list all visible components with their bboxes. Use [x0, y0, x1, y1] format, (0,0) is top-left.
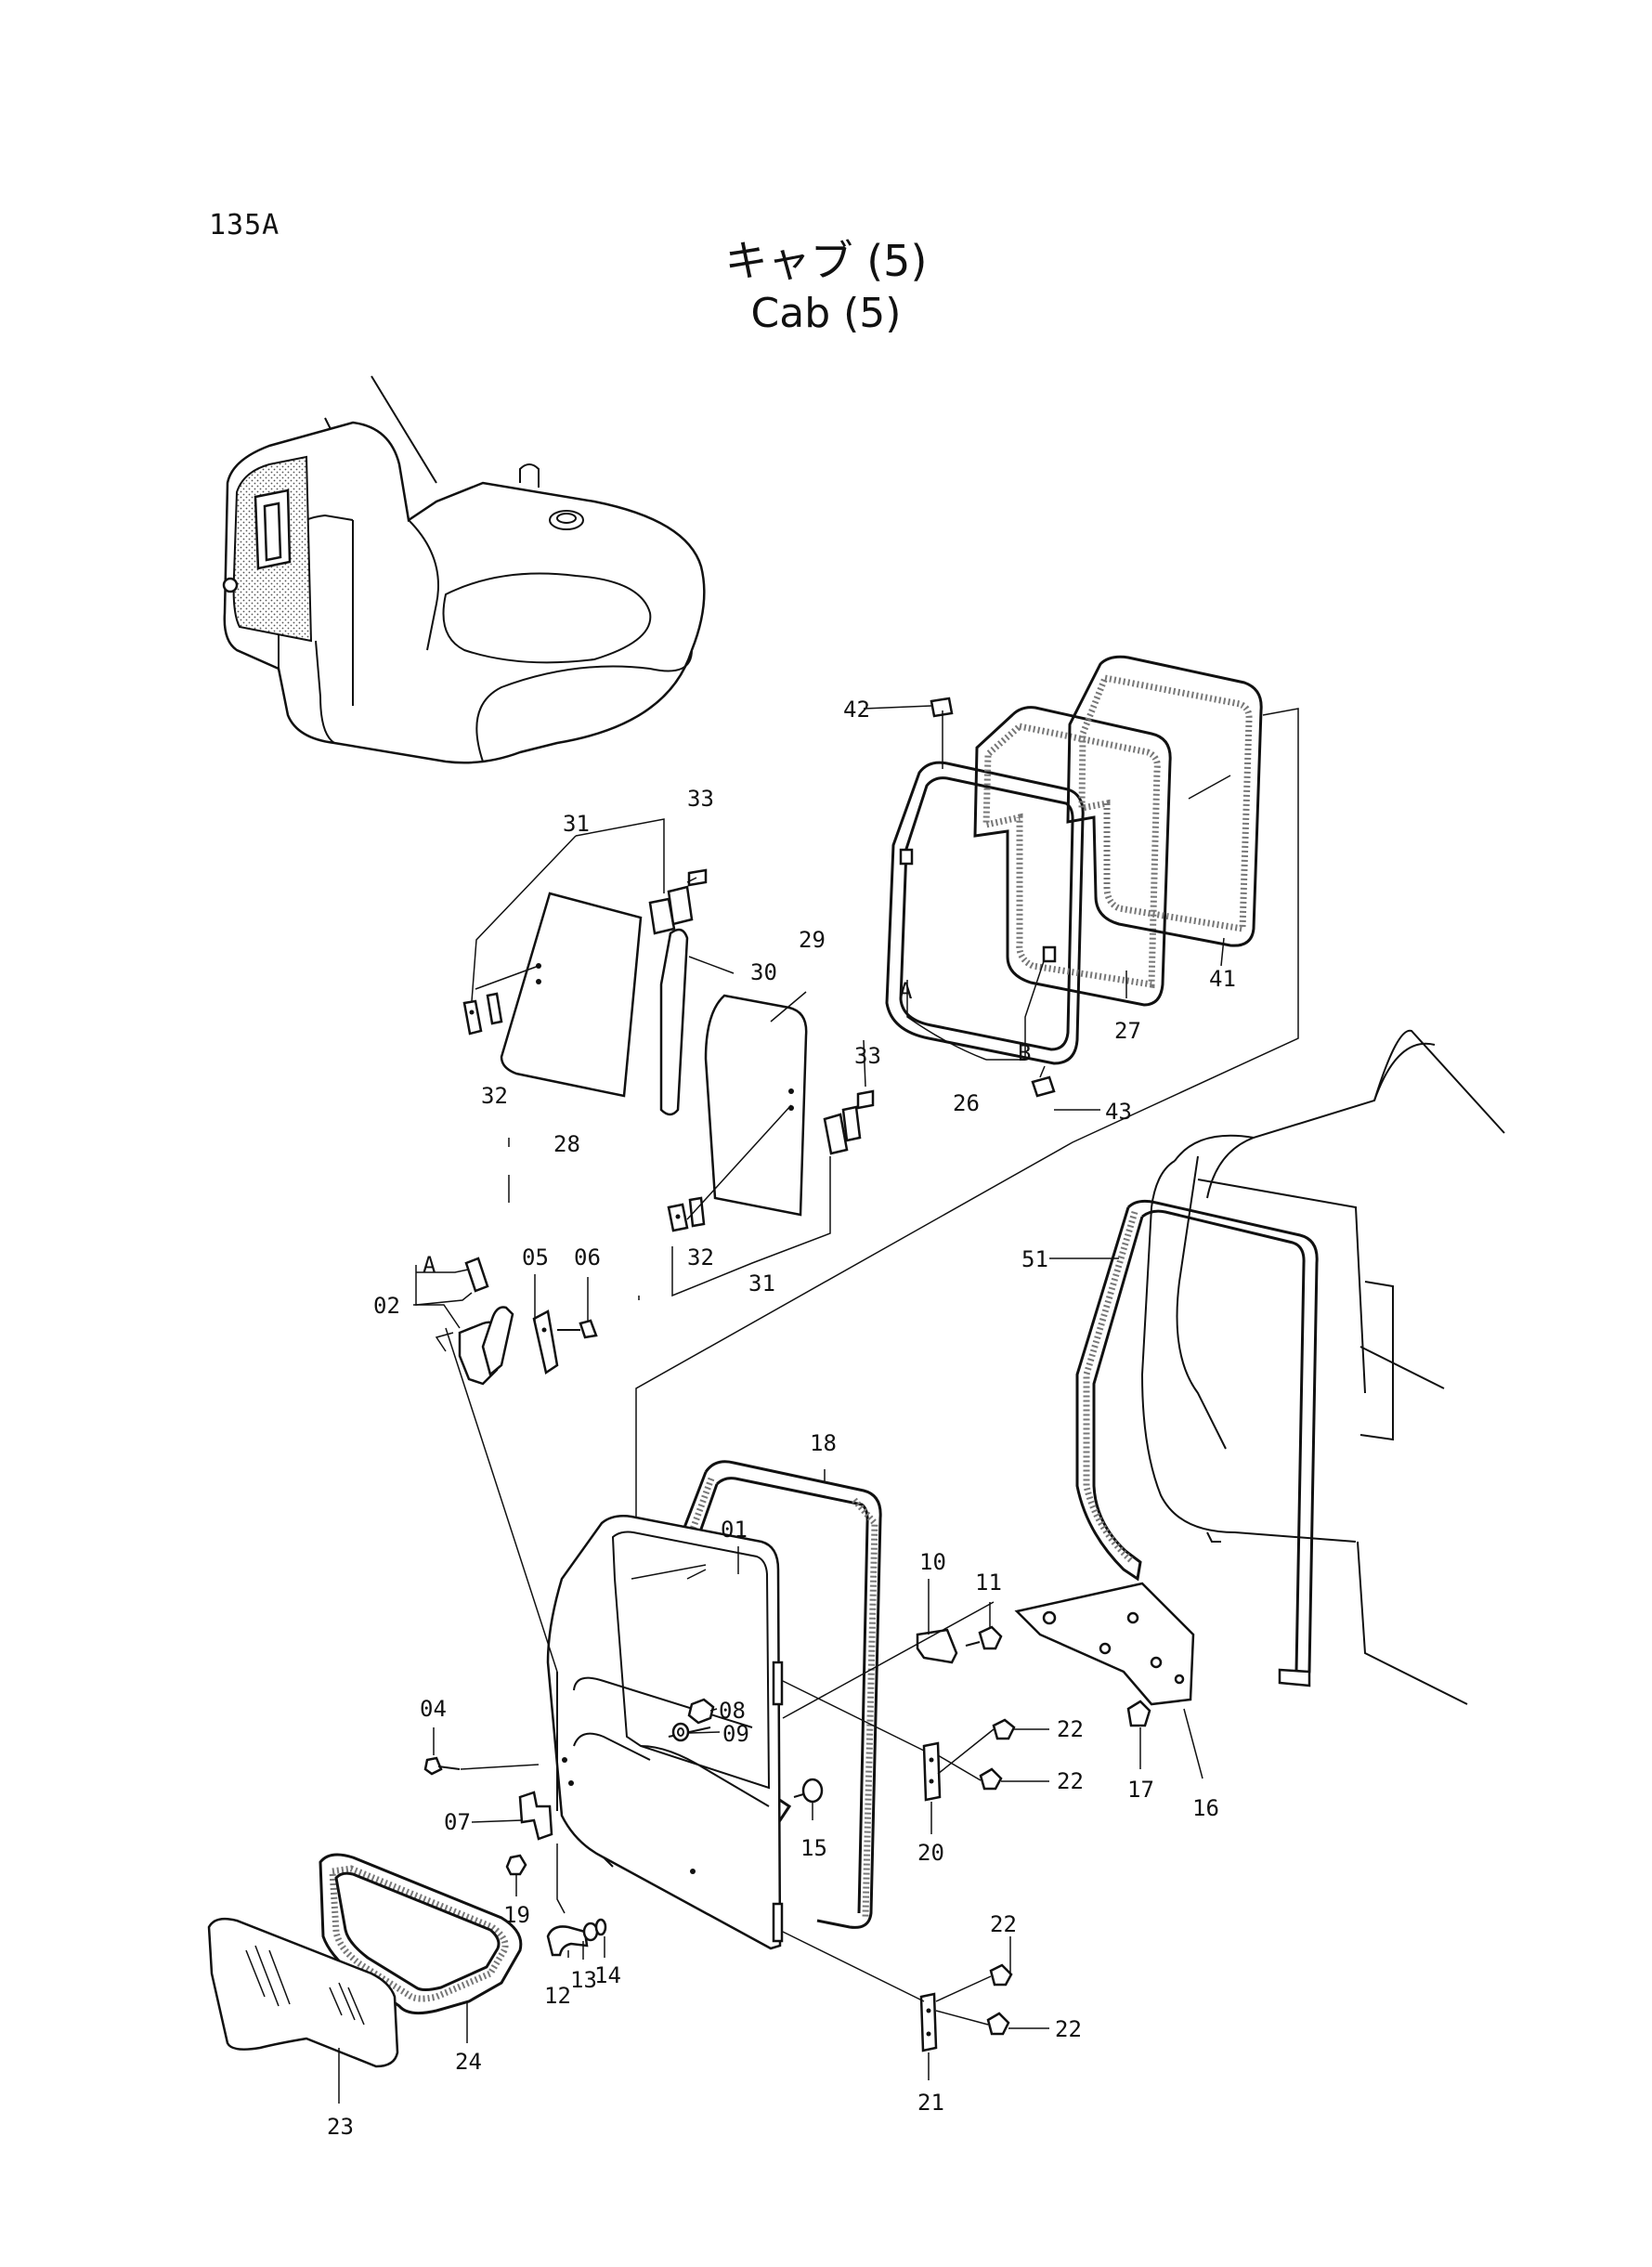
callout-16: 16 [1192, 1795, 1219, 1821]
callout-31-lower: 31 [748, 1270, 775, 1296]
callout-22-a: 22 [1057, 1716, 1084, 1742]
callout-10: 10 [919, 1549, 946, 1575]
callout-08: 08 [719, 1698, 746, 1724]
window-seal-41 [1066, 655, 1263, 947]
window-frame-27 [973, 706, 1172, 1007]
callout-07: 07 [444, 1809, 471, 1835]
excavator-overview-illustration [222, 375, 706, 764]
lower-window-glass-23 [207, 1917, 399, 2068]
callout-02: 02 [373, 1293, 400, 1319]
callout-20: 20 [917, 1840, 944, 1866]
callout-14: 14 [594, 1962, 621, 1988]
door-panel-01 [546, 1515, 784, 1950]
door-leader-lines [433, 1327, 826, 1960]
clip-42 [930, 697, 954, 718]
callout-30: 30 [750, 959, 777, 985]
callout-27: 27 [1114, 1018, 1141, 1044]
page-code: 135A [209, 209, 280, 241]
callout-32-lower: 32 [687, 1244, 714, 1270]
page-title-english: Cab (5) [750, 290, 902, 337]
part-callout-labels: 42 33 31 30 29 32 28 33 32 31 A B 26 27 … [327, 697, 1236, 2140]
callout-41: 41 [1209, 966, 1236, 992]
sliding-window-leader-lines [635, 705, 1299, 1746]
door-inner-window-area [631, 1564, 707, 1580]
callout-18: 18 [810, 1430, 837, 1456]
callout-06: 06 [574, 1244, 601, 1270]
callout-33-upper: 33 [687, 786, 714, 812]
callout-29: 29 [799, 927, 826, 953]
callout-32-upper: 32 [481, 1083, 508, 1109]
door-lock-leader-lines [413, 1265, 589, 1329]
window-run-channel-30 [659, 928, 689, 1116]
sliding-window-frame-26 [885, 761, 1085, 1065]
callout-23: 23 [327, 2114, 354, 2140]
callout-33-lower: 33 [854, 1043, 881, 1069]
callout-04: 04 [420, 1696, 447, 1722]
cab-door-seal-51 [1075, 1199, 1319, 1687]
lower-window-leader-lines [338, 2001, 468, 2104]
callout-21: 21 [917, 2090, 944, 2116]
hinge-leader-lines [782, 1579, 1203, 2080]
upper-window-leader-lines [471, 818, 866, 1300]
callout-22-d: 22 [1055, 2016, 1082, 2042]
callout-19: 19 [503, 1902, 530, 1928]
callout-12: 12 [544, 1983, 571, 2009]
callout-22-b: 22 [1057, 1768, 1084, 1794]
callout-24: 24 [455, 2049, 482, 2075]
callout-43: 43 [1105, 1099, 1132, 1125]
callout-31-upper: 31 [563, 811, 590, 837]
callout-11: 11 [975, 1570, 1002, 1596]
callout-B: B [1018, 1040, 1031, 1066]
callout-28: 28 [553, 1131, 580, 1157]
callout-42: 42 [843, 697, 870, 723]
page-title-japanese: キャブ (5) [724, 236, 928, 286]
callout-A-lower: A [423, 1252, 436, 1278]
clip-43 [1031, 1075, 1056, 1098]
callout-15: 15 [800, 1835, 827, 1861]
callout-51: 51 [1021, 1246, 1048, 1272]
callout-09: 09 [722, 1721, 749, 1747]
callout-17: 17 [1127, 1777, 1154, 1803]
callout-22-c: 22 [990, 1911, 1017, 1937]
window-glass-right-29 [704, 994, 808, 1217]
door-lock-parts [458, 1257, 598, 1386]
window-clamp-parts [462, 868, 875, 1232]
hinge-bracket-parts [916, 1582, 1195, 2052]
callout-01: 01 [721, 1517, 748, 1543]
cab-body-outline [1140, 1029, 1505, 1705]
window-glass-left-28 [500, 892, 643, 1098]
callout-26: 26 [953, 1090, 980, 1116]
callout-A-upper: A [899, 978, 913, 1004]
callout-05: 05 [522, 1244, 549, 1270]
callout-13: 13 [570, 1967, 597, 1993]
